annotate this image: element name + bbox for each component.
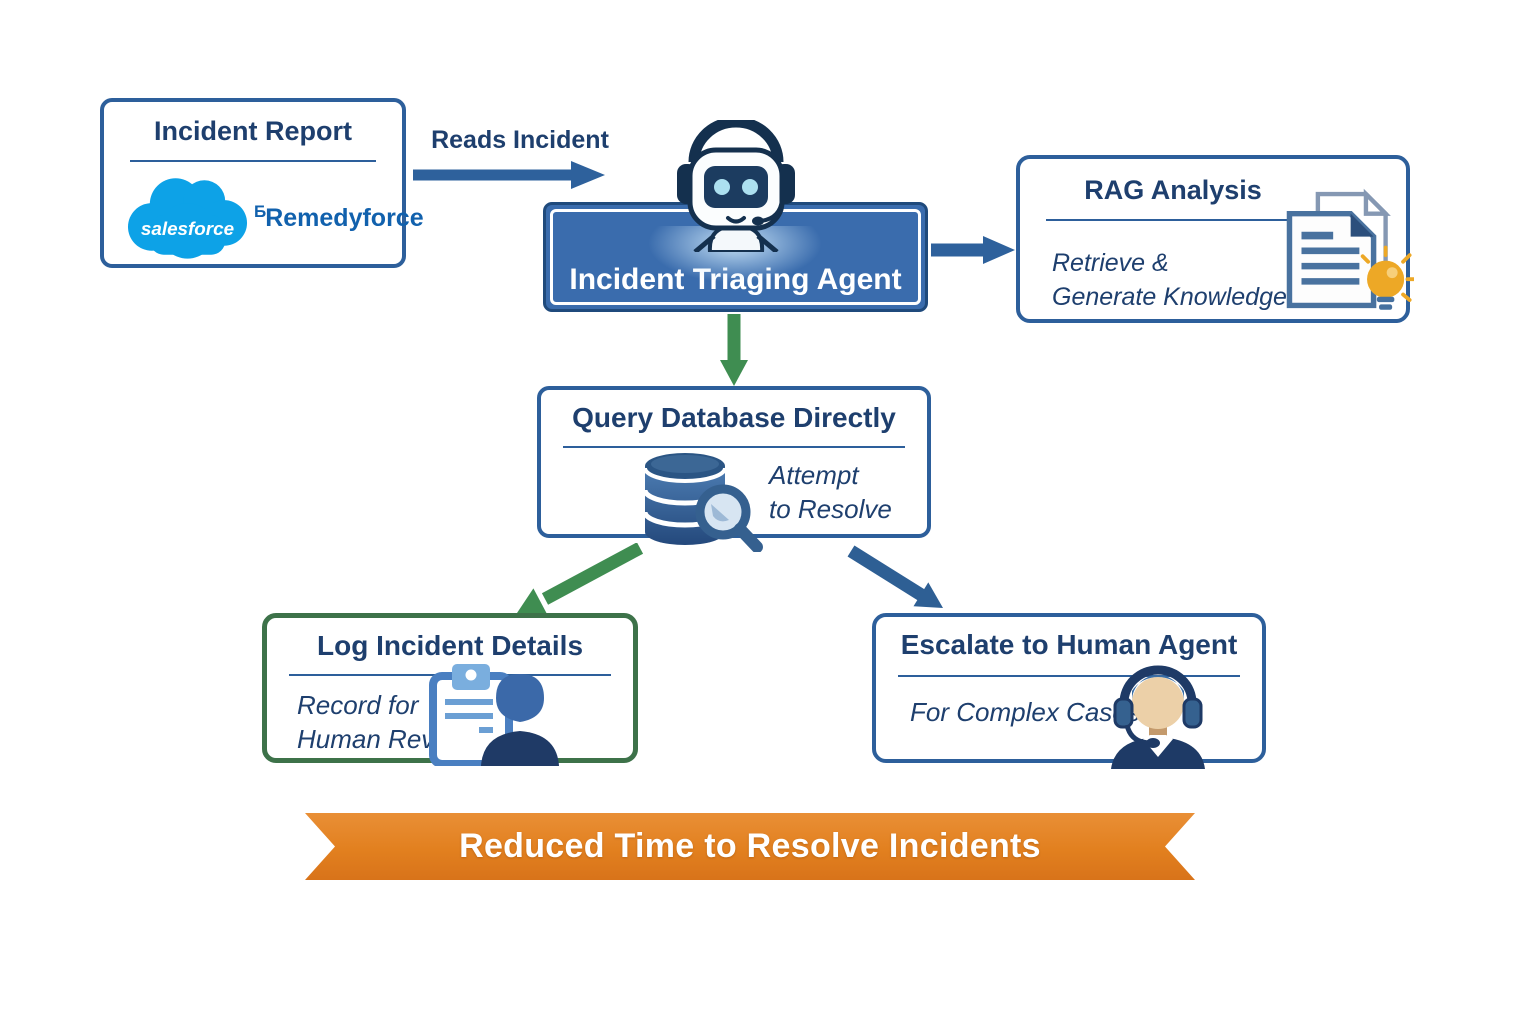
rag-analysis-box: RAG Analysis Retrieve & Generate Knowled… — [1016, 155, 1414, 323]
escalate-human-agent-box: Escalate to Human Agent For Complex Case… — [872, 613, 1266, 769]
escalate-subtitle: For Complex Cases — [910, 697, 1140, 727]
query-database-box: Query Database Directly Attempt to Resol… — [537, 386, 931, 552]
salesforce-cloud-logo-icon: salesforce — [127, 178, 248, 259]
database-magnifier-icon — [642, 453, 763, 552]
remedyforce-logo: БRemedyforce — [254, 202, 424, 233]
remedyforce-wordmark: Remedyforce — [265, 204, 424, 232]
query-subtitle-line2: to Resolve — [769, 494, 892, 524]
reads-incident-label: Reads Incident — [431, 126, 609, 154]
query-database-title: Query Database Directly — [572, 402, 896, 433]
rag-subtitle-line1: Retrieve & — [1052, 249, 1169, 277]
documents-lightbulb-icon — [1286, 188, 1414, 310]
agent-to-rag-arrow — [931, 236, 1015, 264]
banner-text: Reduced Time to Resolve Incidents — [459, 827, 1041, 865]
escalate-title: Escalate to Human Agent — [900, 629, 1238, 660]
agent-to-query-arrow — [720, 314, 748, 386]
log-incident-title: Log Incident Details — [316, 630, 584, 661]
incident-report-box: Incident Report salesforce БRemedyforce — [100, 98, 424, 268]
robot-agent-icon — [677, 120, 795, 252]
title-divider — [563, 446, 905, 448]
reads-incident-arrow — [413, 161, 605, 189]
incident-report-title: Incident Report — [153, 116, 352, 146]
log-incident-details-box: Log Incident Details Record for Human Re… — [262, 613, 638, 766]
salesforce-wordmark: salesforce — [141, 218, 234, 239]
rag-analysis-title: RAG Analysis — [1084, 175, 1262, 205]
query-to-log-arrow — [517, 543, 644, 614]
title-divider — [1046, 219, 1304, 221]
log-subtitle-line1: Record for — [297, 690, 419, 720]
query-subtitle-line1: Attempt — [769, 460, 859, 490]
title-divider — [130, 160, 376, 162]
remedyforce-mark: Б — [254, 202, 267, 221]
clipboard-person-icon — [429, 664, 559, 766]
title-divider — [898, 675, 1240, 677]
query-to-escalate-arrow — [847, 545, 943, 608]
result-banner-ribbon: Reduced Time to Resolve Incidents — [305, 813, 1195, 880]
headset-agent-icon — [1111, 665, 1205, 769]
rag-subtitle-line2: Generate Knowledge — [1052, 283, 1287, 311]
